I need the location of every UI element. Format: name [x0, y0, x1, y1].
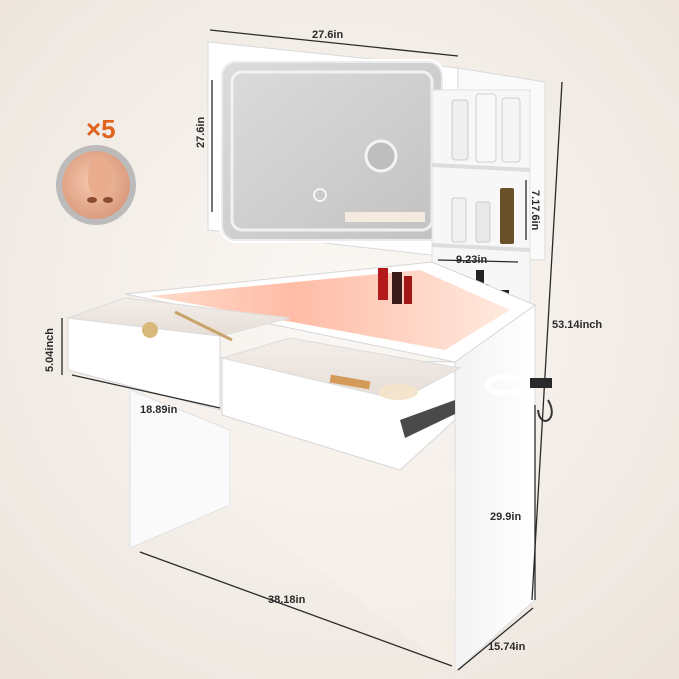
magnifier-inset — [56, 145, 136, 225]
touch-button-icon — [313, 188, 327, 202]
table-width-label: 38.18in — [268, 594, 306, 606]
drawer-height-label: 5.04inch — [44, 327, 56, 372]
magnification-label: ×5 — [86, 114, 116, 144]
drawer-width-label: 18.89in — [140, 404, 178, 416]
hair-dryer-holder — [484, 374, 553, 422]
mirror-height-label: 27.6in — [195, 116, 207, 148]
shelf-height-label: 7.17.6in — [529, 190, 541, 231]
magnifier-mirror — [364, 139, 398, 173]
glass-tabletop — [124, 261, 537, 363]
top-width-label: 27.6in — [312, 29, 344, 41]
leg-height-label: 29.9in — [490, 511, 522, 523]
side-panel — [129, 304, 536, 674]
dimension-lines — [61, 29, 563, 671]
total-height-label: 53.14inch — [552, 319, 603, 331]
led-mirror — [219, 59, 445, 243]
right-drawer — [220, 337, 462, 471]
left-drawer — [67, 297, 291, 411]
shelf-width-label: 9.23in — [456, 254, 488, 266]
depth-label: 15.74in — [488, 641, 526, 653]
